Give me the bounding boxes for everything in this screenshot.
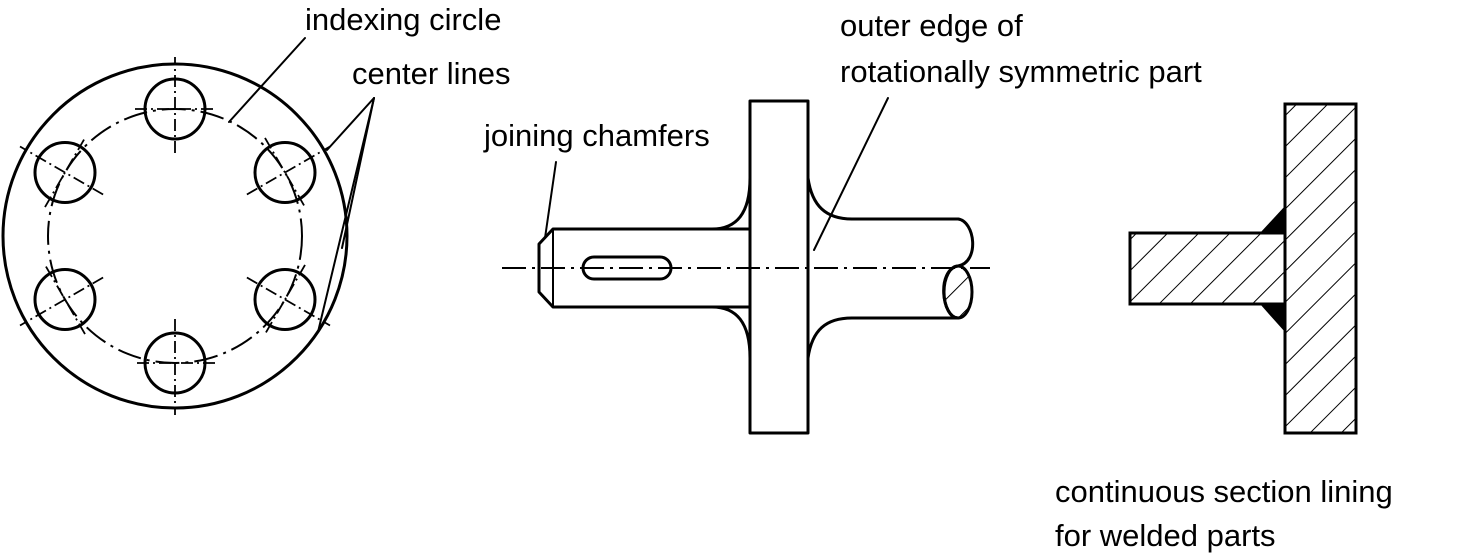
bolt-hole-5 — [33, 268, 97, 331]
shaft-left-end — [537, 227, 752, 309]
leader-outer-edge — [813, 97, 889, 251]
label-outer-edge-line1: outer edge of — [840, 8, 1023, 43]
bolt-hole-radial-center-line-2 — [246, 145, 331, 196]
label-center-lines: center lines — [352, 56, 511, 91]
flange-outer-circle — [1, 62, 349, 410]
bolt-hole-tangential-center-line-2 — [264, 137, 306, 208]
bolt-hole-2 — [253, 141, 317, 204]
welded-part-view — [1128, 102, 1358, 435]
shaft-view — [502, 99, 990, 435]
leader-lines — [228, 37, 889, 333]
label-indexing-circle: indexing circle — [305, 2, 501, 37]
bolt-hole-radial-center-line-6 — [19, 145, 104, 196]
bolt-hole-tangential-center-line-5 — [44, 264, 86, 335]
welded-bar — [1128, 231, 1287, 306]
leader-center-lines-3 — [317, 97, 375, 333]
flange-view — [1, 57, 349, 415]
fillet-left-top — [710, 176, 752, 231]
weld-seam-top — [1260, 206, 1285, 233]
bolt-hole-center-lines — [19, 57, 331, 415]
weld-seam-bottom — [1260, 304, 1285, 332]
leader-indexing-circle — [228, 37, 306, 123]
fillet-left-bottom — [710, 305, 752, 360]
leader-joining-chamfers — [544, 161, 557, 239]
bolt-hole-3 — [253, 268, 317, 331]
label-welded-line1: continuous section lining — [1055, 474, 1393, 509]
leader-center-lines-1 — [326, 97, 375, 151]
label-outer-edge-line2: rotationally symmetric part — [840, 54, 1202, 89]
fillet-right-top — [806, 176, 854, 221]
bolt-hole-radial-center-line-5 — [19, 276, 104, 327]
shaft-collar — [748, 99, 810, 435]
keyway-slot — [581, 255, 673, 281]
label-joining-chamfers: joining chamfers — [483, 118, 710, 153]
label-welded-line2: for welded parts — [1055, 518, 1276, 553]
bolt-hole-tangential-center-line-3 — [264, 264, 306, 335]
welded-plate — [1283, 102, 1358, 435]
fillet-right-bottom — [806, 316, 854, 360]
bolt-hole-tangential-center-line-6 — [44, 137, 86, 208]
bolt-hole-6 — [33, 141, 97, 204]
bolt-hole-radial-center-line-3 — [246, 276, 331, 327]
